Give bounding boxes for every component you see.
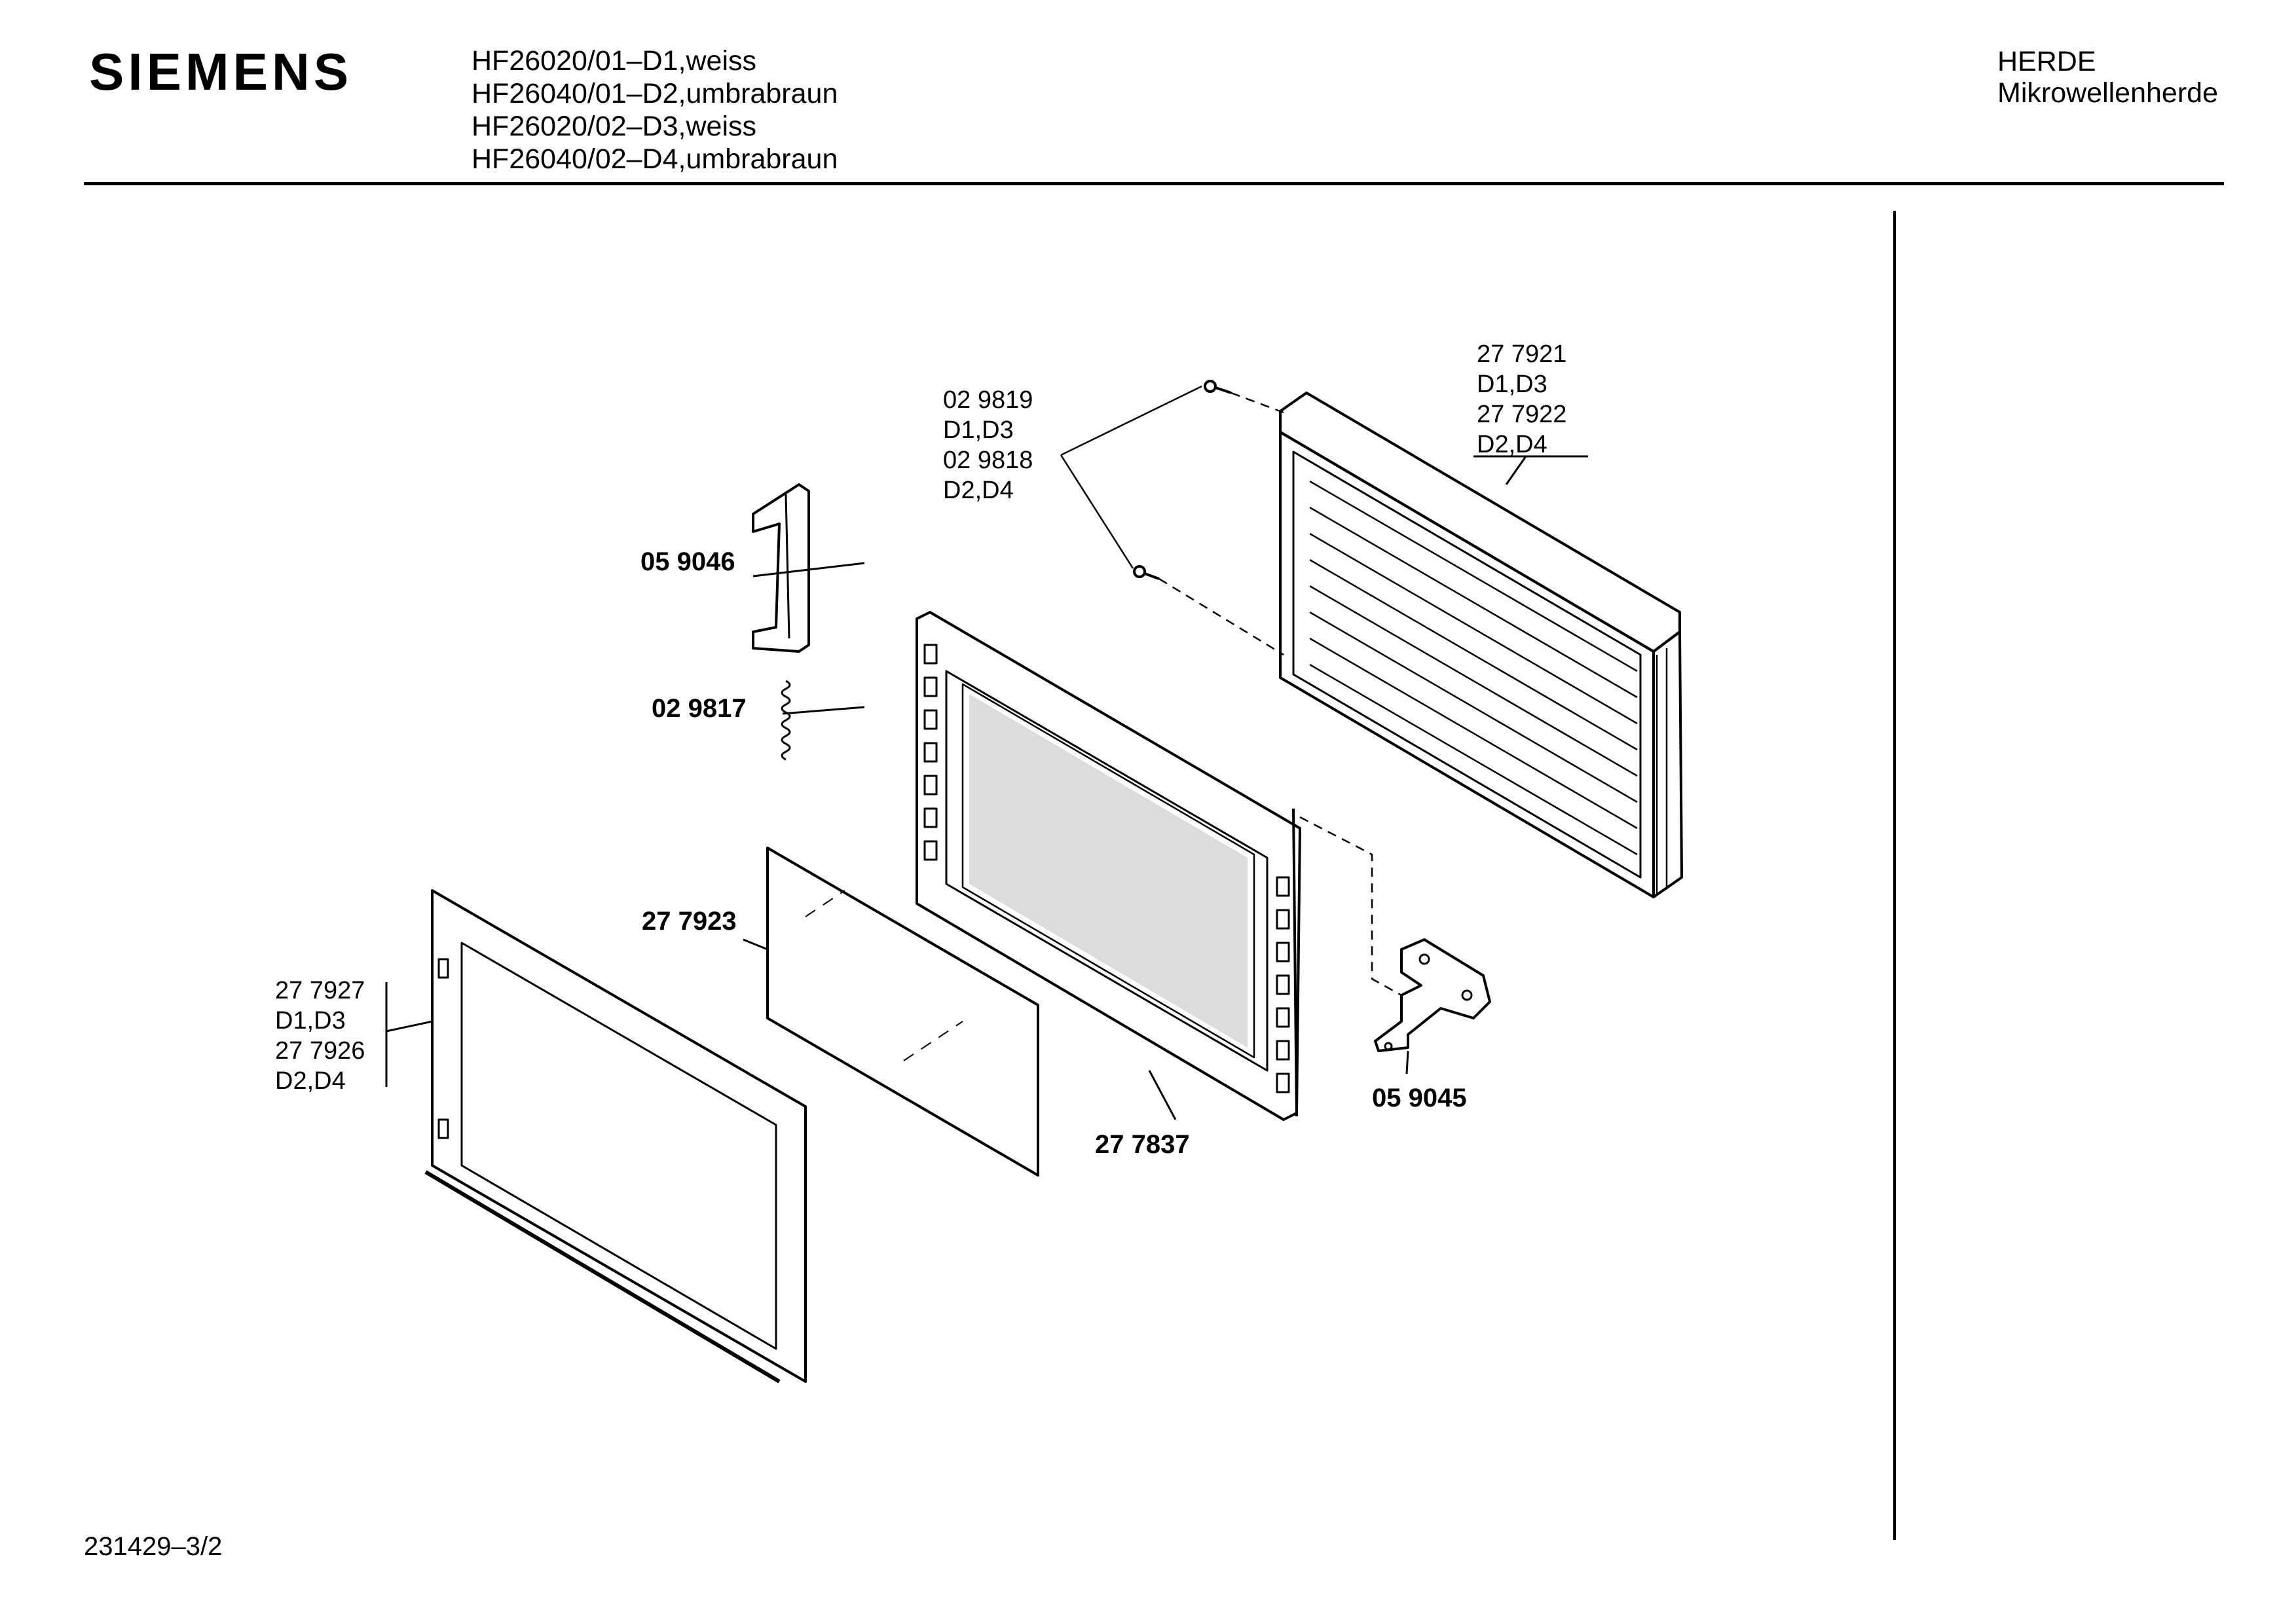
- screw-leader-lines: [1060, 385, 1202, 569]
- door-panel-part: [916, 611, 1301, 1121]
- part-number: 02 9818: [943, 447, 1033, 474]
- spring-part: [781, 680, 791, 761]
- frame-label-leader: [1473, 455, 1588, 485]
- outer-frame-part: [424, 889, 807, 1383]
- clip-part-number: 05 9046: [640, 547, 735, 576]
- part-number: 02 9819: [943, 386, 1033, 414]
- door-panel-part-number: 27 7837: [1095, 1130, 1190, 1159]
- variant-code: D1,D3: [1477, 371, 1547, 398]
- category-title: HERDE: [1997, 46, 2096, 77]
- variant-code: D2,D4: [1477, 431, 1547, 458]
- rear-frame-part: [1279, 392, 1683, 898]
- part-number: 27 7927: [275, 977, 365, 1004]
- model-list: HF26020/01–D1,weiss HF26040/01–D2,umbrab…: [472, 45, 838, 175]
- outer-frame-part-number-label: 27 7927 D1,D3 27 7926 D2,D4: [275, 976, 365, 1096]
- screw-part: [1133, 380, 1232, 580]
- variant-code: D2,D4: [275, 1067, 346, 1095]
- bracket-part-number: 05 9045: [1372, 1084, 1467, 1112]
- bracket-guide-line: [1299, 816, 1402, 997]
- variant-code: D1,D3: [275, 1007, 346, 1035]
- part-number: 27 7921: [1477, 340, 1567, 368]
- category-block: HERDE Mikrowellenherde: [1997, 46, 2218, 109]
- model-line: HF26040/01–D2,umbrabraun: [472, 78, 838, 109]
- category-subtitle: Mikrowellenherde: [1997, 77, 2218, 109]
- glass-part-number: 27 7923: [642, 907, 737, 936]
- clip-part: [752, 483, 810, 653]
- variant-code: D2,D4: [943, 477, 1014, 504]
- document-id: 231429–3/2: [84, 1532, 223, 1561]
- margin-divider: [1893, 211, 1896, 1540]
- screw-part-number-label: 02 9819 D1,D3 02 9818 D2,D4: [943, 385, 1033, 505]
- variant-code: D1,D3: [943, 416, 1014, 444]
- glass-panel-part: [766, 847, 1039, 1177]
- frame-part-number-label: 27 7921 D1,D3 27 7922 D2,D4: [1477, 339, 1566, 460]
- spring-part-number: 02 9817: [652, 694, 747, 723]
- part-leader-lines: [385, 562, 1409, 1120]
- screw-guide-lines: [1158, 392, 1284, 656]
- model-line: HF26020/02–D3,weiss: [472, 111, 757, 142]
- bracket-part: [1374, 938, 1491, 1052]
- model-line: HF26020/01–D1,weiss: [472, 45, 757, 77]
- part-number: 27 7926: [275, 1037, 365, 1065]
- brand-logo: SIEMENS: [89, 43, 353, 101]
- part-number: 27 7922: [1477, 401, 1567, 428]
- header-divider: [84, 182, 2224, 185]
- model-line: HF26040/02–D4,umbrabraun: [472, 143, 838, 175]
